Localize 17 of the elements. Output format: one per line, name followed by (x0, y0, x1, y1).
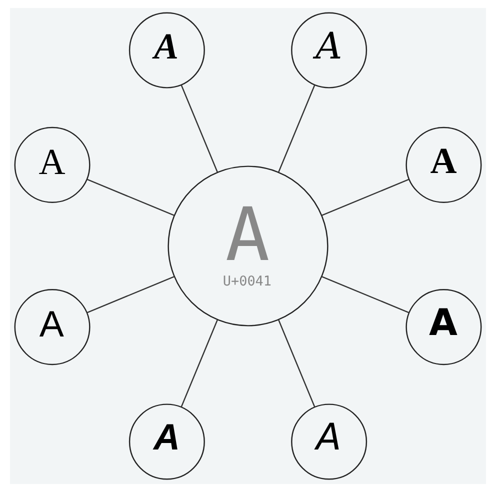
node-circle: A (406, 289, 482, 366)
connector (278, 84, 316, 172)
connector (86, 276, 174, 314)
connector (322, 276, 410, 314)
connector (322, 178, 410, 216)
node-circle: A (291, 12, 368, 88)
node-circle: A (406, 126, 482, 203)
connector (86, 178, 174, 216)
connector (180, 320, 218, 408)
connector (278, 320, 316, 408)
connector (180, 84, 218, 172)
node-circle: A (14, 126, 90, 203)
node-circle: A (291, 404, 368, 480)
node-circle: A (128, 404, 205, 480)
node-circle: A U+0041 (168, 166, 328, 326)
node-circle: A (14, 289, 90, 366)
node-circle: A (128, 12, 205, 88)
